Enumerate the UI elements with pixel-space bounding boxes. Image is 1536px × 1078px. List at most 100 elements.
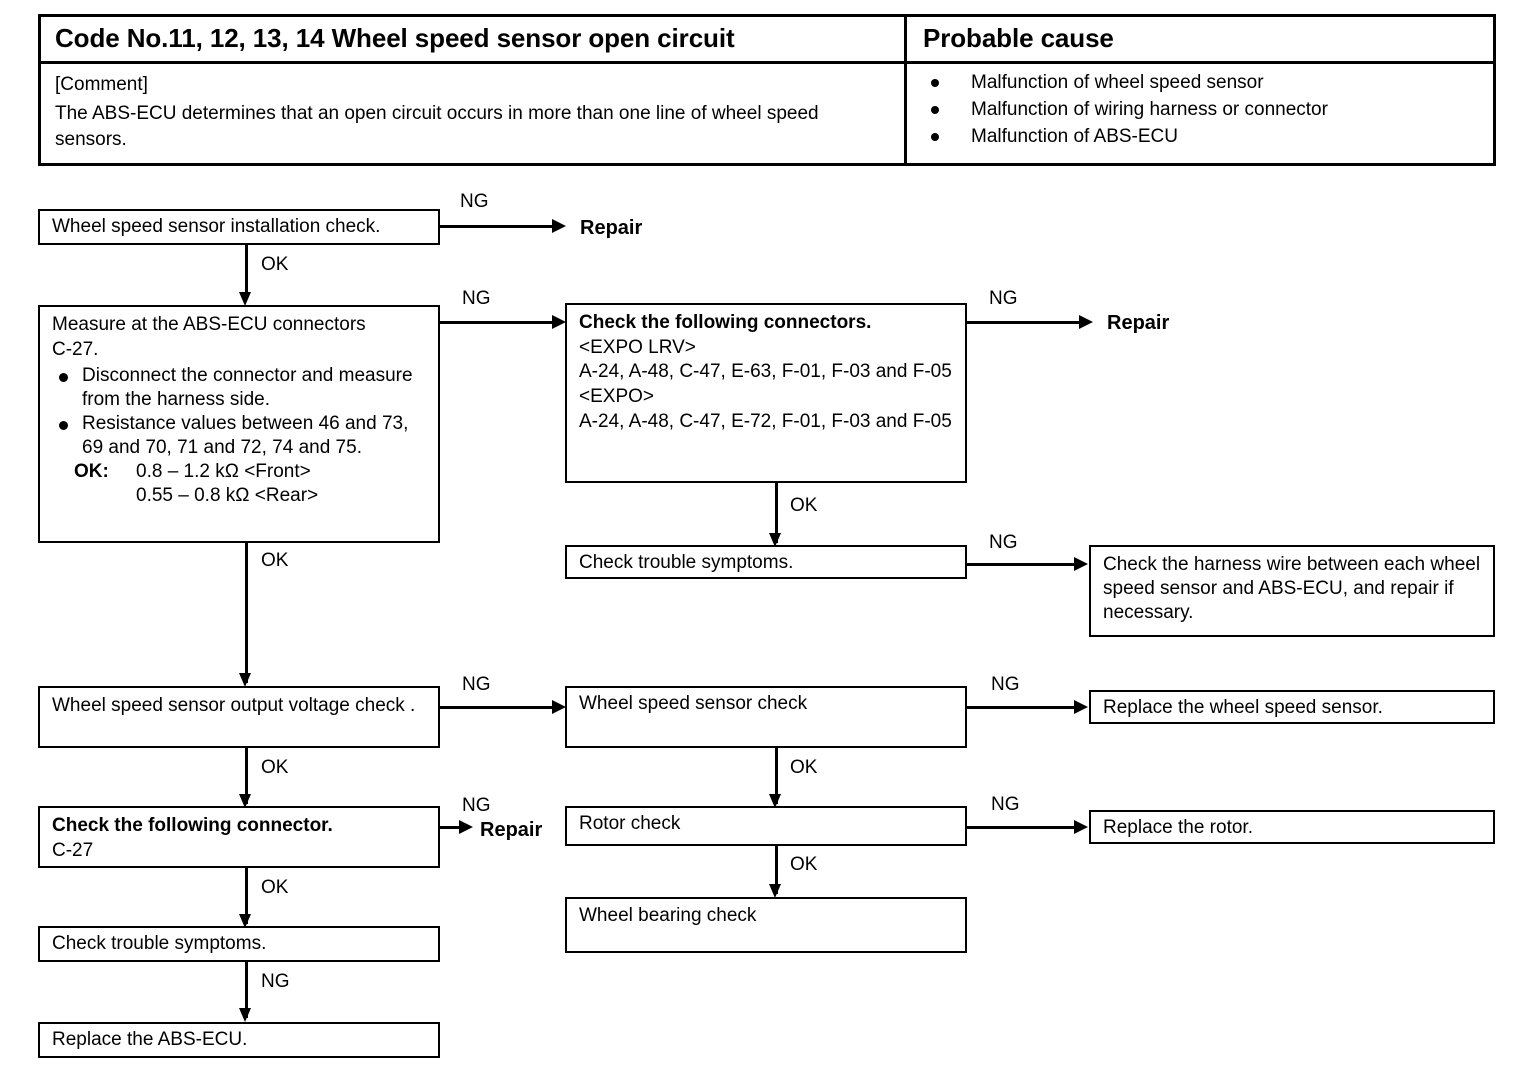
measure-line-1: Measure at the ABS-ECU connectors xyxy=(52,314,366,335)
edge-label-ng: NG xyxy=(989,288,1018,309)
edge-label-ng: NG xyxy=(991,674,1020,695)
edge-label-ng: NG xyxy=(460,191,489,212)
edge-connector-ng xyxy=(440,826,462,829)
arrowhead-right-icon xyxy=(459,820,473,834)
box-check-trouble-symptoms-left[interactable]: Check trouble symptoms. xyxy=(38,926,440,962)
box-wheel-bearing-check[interactable]: Wheel bearing check xyxy=(565,897,967,953)
edge-sensor-check-ok xyxy=(775,748,778,804)
box-wheel-speed-sensor-check-label: Wheel speed sensor check xyxy=(579,693,808,714)
edge-install-ok xyxy=(245,245,248,298)
measure-ok-spacer xyxy=(74,484,136,508)
box-replace-rotor-label: Replace the rotor. xyxy=(1103,817,1253,838)
box-wheel-bearing-check-label: Wheel bearing check xyxy=(579,905,757,926)
list-item: Malfunction of ABS-ECU xyxy=(923,124,1483,151)
box-check-harness-wire[interactable]: Check the harness wire between each whee… xyxy=(1089,545,1495,637)
arrowhead-right-icon xyxy=(1074,557,1088,571)
measure-line-2: C-27. xyxy=(52,338,99,360)
edge-label-ng: NG xyxy=(462,674,491,695)
arrowhead-down-icon xyxy=(239,673,251,687)
box-installation-check-label: Wheel speed sensor installation check. xyxy=(52,216,381,237)
edge-label-ng: NG xyxy=(991,794,1020,815)
header-title-row: Code No.11, 12, 13, 14 Wheel speed senso… xyxy=(41,17,1493,64)
box-measure-abs-ecu-connectors[interactable]: Measure at the ABS-ECU connectors C-27. … xyxy=(38,305,440,543)
comment-label: [Comment] xyxy=(55,74,148,95)
edge-label-ok: OK xyxy=(261,877,289,898)
edge-label-ok: OK xyxy=(261,550,289,571)
measure-bullet-list: Disconnect the connector and measure fro… xyxy=(52,364,430,460)
list-item: Disconnect the connector and measure fro… xyxy=(52,364,430,412)
arrowhead-right-icon xyxy=(552,219,566,233)
measure-ok-rear-row: 0.55 – 0.8 kΩ <Rear> xyxy=(52,484,430,508)
edge-connectors-ok xyxy=(775,483,778,543)
measure-ok-key: OK: xyxy=(74,461,109,483)
edge-label-ng: NG xyxy=(989,532,1018,553)
edge-label-ok: OK xyxy=(790,495,818,516)
arrowhead-down-icon xyxy=(239,292,251,306)
code-title-cell: Code No.11, 12, 13, 14 Wheel speed senso… xyxy=(41,17,907,61)
measure-ok-front-value: 0.8 – 1.2 kΩ <Front> xyxy=(136,461,311,483)
cause-list: Malfunction of wheel speed sensor Malfun… xyxy=(923,70,1483,151)
edge-rotor-ok xyxy=(775,846,778,894)
connectors-group1-label: <EXPO LRV> xyxy=(579,336,696,358)
arrowhead-right-icon xyxy=(552,315,566,329)
box-replace-wheel-speed-sensor[interactable]: Replace the wheel speed sensor. xyxy=(1089,690,1495,724)
connector-box-code: C-27 xyxy=(52,839,94,861)
list-item: Malfunction of wheel speed sensor xyxy=(923,70,1483,97)
connectors-box-title: Check the following connectors. xyxy=(579,312,872,333)
edge-trouble-left-ng xyxy=(245,962,248,1018)
list-item: Resistance values between 46 and 73, 69 … xyxy=(52,412,430,460)
box-rotor-check-label: Rotor check xyxy=(579,813,681,834)
repair-label-1: Repair xyxy=(580,217,643,239)
arrowhead-down-icon xyxy=(239,794,251,808)
measure-ok-front-row: OK: 0.8 – 1.2 kΩ <Front> xyxy=(52,460,430,484)
edge-sensor-check-ng xyxy=(967,706,1077,709)
box-check-trouble-symptoms-mid[interactable]: Check trouble symptoms. xyxy=(565,545,967,579)
edge-label-ok: OK xyxy=(790,854,818,875)
edge-measure-ok xyxy=(245,543,248,683)
edge-label-ng: NG xyxy=(261,971,290,992)
box-check-following-connectors[interactable]: Check the following connectors. <EXPO LR… xyxy=(565,303,967,483)
measure-ok-rear-value: 0.55 – 0.8 kΩ <Rear> xyxy=(136,484,319,506)
box-replace-rotor[interactable]: Replace the rotor. xyxy=(1089,810,1495,844)
box-replace-abs-ecu-label: Replace the ABS-ECU. xyxy=(52,1029,248,1050)
box-replace-wheel-speed-sensor-label: Replace the wheel speed sensor. xyxy=(1103,697,1383,718)
repair-label-3: Repair xyxy=(480,819,543,841)
box-replace-abs-ecu[interactable]: Replace the ABS-ECU. xyxy=(38,1022,440,1058)
connectors-group1-list: A-24, A-48, C-47, E-63, F-01, F-03 and F… xyxy=(579,361,952,383)
edge-install-ng xyxy=(440,225,556,228)
box-wheel-speed-sensor-check[interactable]: Wheel speed sensor check xyxy=(565,686,967,748)
edge-label-ok: OK xyxy=(790,757,818,778)
edge-measure-ng xyxy=(440,321,556,324)
edge-label-ng: NG xyxy=(462,288,491,309)
arrowhead-right-icon xyxy=(1074,700,1088,714)
fault-code-header-table: Code No.11, 12, 13, 14 Wheel speed senso… xyxy=(38,14,1496,166)
edge-label-ok: OK xyxy=(261,757,289,778)
edge-connectors-ng xyxy=(967,321,1083,324)
arrowhead-down-icon xyxy=(769,533,781,547)
box-rotor-check[interactable]: Rotor check xyxy=(565,806,967,846)
box-check-harness-wire-label: Check the harness wire between each whee… xyxy=(1103,554,1481,624)
box-check-following-connector[interactable]: Check the following connector. C-27 xyxy=(38,806,440,868)
arrowhead-right-icon xyxy=(1074,820,1088,834)
box-check-trouble-symptoms-left-label: Check trouble symptoms. xyxy=(52,933,267,954)
cause-cell: Malfunction of wheel speed sensor Malfun… xyxy=(907,64,1493,163)
probable-cause-title: Probable cause xyxy=(923,23,1114,53)
edge-output-voltage-ok xyxy=(245,748,248,804)
connectors-group2-label: <EXPO> xyxy=(579,386,654,408)
edge-output-voltage-ng xyxy=(440,706,556,709)
connectors-group2-list: A-24, A-48, C-47, E-72, F-01, F-03 and F… xyxy=(579,410,952,432)
code-title: Code No.11, 12, 13, 14 Wheel speed senso… xyxy=(55,23,735,53)
edge-rotor-ng xyxy=(967,826,1077,829)
comment-text: The ABS-ECU determines that an open circ… xyxy=(55,103,819,150)
probable-cause-title-cell: Probable cause xyxy=(907,17,1493,61)
arrowhead-down-icon xyxy=(769,884,781,898)
arrowhead-right-icon xyxy=(1079,315,1093,329)
box-output-voltage-check[interactable]: Wheel speed sensor output voltage check … xyxy=(38,686,440,748)
edge-label-ng: NG xyxy=(462,795,491,816)
connector-box-title: Check the following connector. xyxy=(52,815,333,836)
arrowhead-down-icon xyxy=(769,794,781,808)
arrowhead-down-icon xyxy=(239,1008,251,1022)
box-installation-check[interactable]: Wheel speed sensor installation check. xyxy=(38,209,440,245)
arrowhead-down-icon xyxy=(239,914,251,928)
